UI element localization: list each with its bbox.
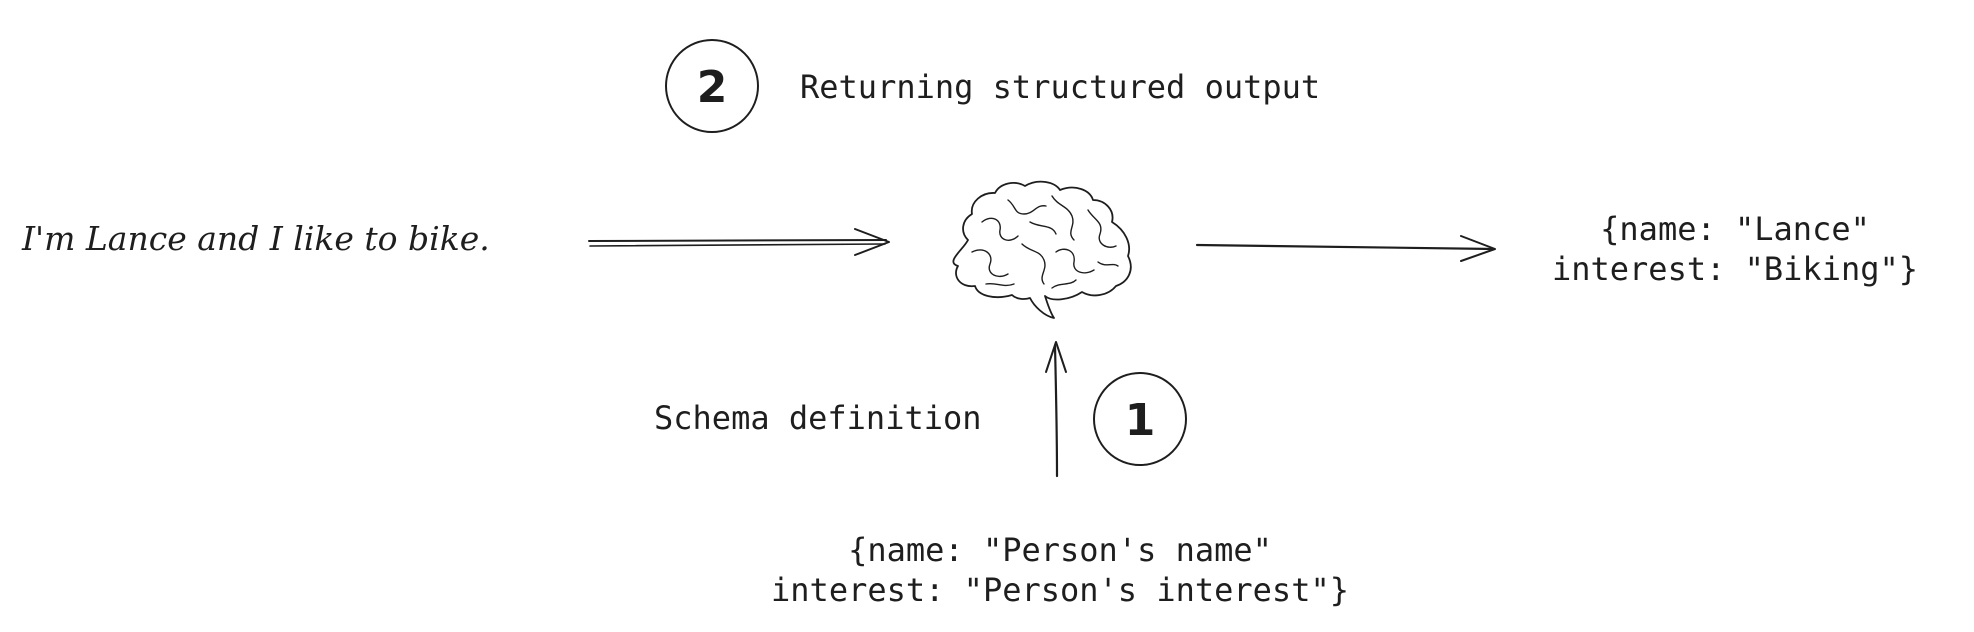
schema-arrow <box>1045 341 1067 478</box>
step-one-number: 1 <box>1125 395 1156 446</box>
step-two-label: Returning structured output <box>800 68 1320 106</box>
schema-arrow-head <box>1045 341 1067 373</box>
step-two-group: 2 Returning structured output <box>665 39 1320 133</box>
schema-line-1: {name: "Person's name" <box>848 531 1272 569</box>
output-arrow-shaft <box>1195 243 1496 251</box>
output-line-1: {name: "Lance" <box>1600 210 1870 248</box>
input-arrow-shaft-2 <box>589 243 886 247</box>
step-one-circle <box>1093 372 1187 466</box>
schema-line-2: interest: "Person's interest"} <box>771 571 1349 609</box>
schema-arrow-shaft <box>1053 344 1059 478</box>
output-line-2: interest: "Biking"} <box>1552 250 1918 288</box>
step-one-group: Schema definition 1 <box>654 372 1187 466</box>
schema-json: {name: "Person's name" interest: "Person… <box>771 531 1349 609</box>
brain-icon <box>952 180 1132 319</box>
input-arrow-shaft <box>588 239 887 242</box>
output-json: {name: "Lance" interest: "Biking"} <box>1552 210 1918 288</box>
output-arrow-head <box>1460 235 1496 262</box>
input-arrow <box>588 228 890 256</box>
input-arrow-head <box>854 228 890 256</box>
step-two-number: 2 <box>697 62 728 113</box>
step-one-label: Schema definition <box>654 399 982 437</box>
input-sentence: I'm Lance and I like to bike. <box>21 219 490 258</box>
output-arrow <box>1195 235 1496 262</box>
step-two-circle <box>665 39 759 133</box>
